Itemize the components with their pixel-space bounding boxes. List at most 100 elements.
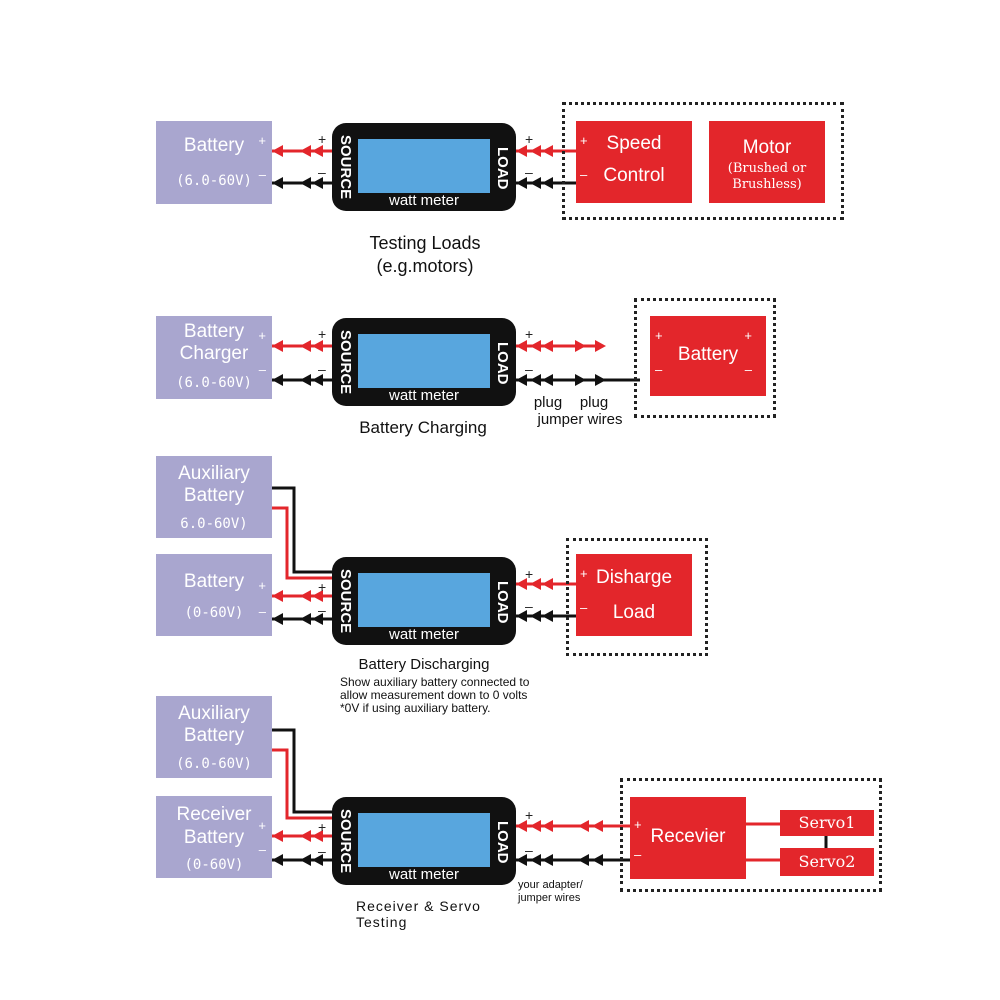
section4-wires	[272, 728, 828, 866]
jumper-wires-label: jumper wires	[537, 411, 623, 428]
servo1-label: Servo1	[798, 813, 856, 832]
meter-screen	[358, 139, 490, 193]
discharge-note-2: allow measurement down to 0 volts	[340, 688, 528, 702]
plus-sign: +	[258, 328, 266, 343]
charger-line1: Battery	[183, 321, 245, 342]
speed-control-line1: Speed	[606, 133, 662, 154]
discharge-line1: Disharge	[595, 567, 673, 588]
minus-sign: –	[634, 847, 642, 862]
minus-sign: –	[318, 602, 326, 618]
plus-sign: +	[744, 328, 752, 343]
watt-meter: SOURCE LOAD watt meter	[332, 318, 516, 406]
load-group-box	[562, 102, 844, 220]
servo2-label: Servo2	[798, 852, 856, 871]
section1-wires	[272, 145, 576, 189]
minus-sign: –	[258, 362, 266, 377]
minus-sign: –	[258, 604, 266, 619]
servo1-box: Servo1	[780, 810, 874, 836]
receiver-box: Recevier + –	[630, 797, 746, 879]
adapter-label-1: your adapter/	[518, 879, 583, 891]
caption-receiver-servo: Receiver & Servo	[356, 898, 481, 914]
plus-sign: +	[318, 579, 327, 595]
caption-battery-charging: Battery Charging	[359, 418, 487, 437]
charger-line2: Charger	[179, 343, 249, 364]
aux-line2: Battery	[183, 725, 245, 746]
source-label: SOURCE	[337, 135, 354, 200]
load-label: LOAD	[494, 821, 511, 864]
battery-box: Battery (6.0-60V) + –	[156, 121, 272, 204]
battery-range: (6.0-60V)	[176, 173, 252, 189]
minus-sign: –	[318, 164, 326, 180]
rx-battery-line1: Receiver	[176, 804, 252, 825]
source-label: SOURCE	[337, 809, 354, 874]
plus-sign: +	[580, 133, 588, 148]
plus-sign: +	[525, 131, 534, 147]
battery-range: (0-60V)	[184, 605, 244, 621]
plus-sign: +	[634, 817, 642, 832]
watt-meter-label: watt meter	[388, 192, 460, 209]
battery-charger-box: Battery Charger (6.0-60V) + –	[156, 316, 272, 399]
meter-screen	[358, 573, 490, 627]
discharge-note-3: *0V if using auxiliary battery.	[340, 701, 491, 715]
discharge-note-1: Show auxiliary battery connected to	[340, 675, 530, 689]
plus-sign: +	[258, 818, 266, 833]
watt-meter: SOURCE LOAD watt meter	[332, 797, 516, 885]
minus-sign: –	[525, 842, 533, 858]
minus-sign: –	[580, 600, 588, 615]
minus-sign: –	[318, 361, 326, 377]
plus-sign: +	[525, 326, 534, 342]
charger-range: (6.0-60V)	[176, 375, 252, 391]
watt-meter-label: watt meter	[388, 866, 460, 883]
motor-sub2: Brushless)	[732, 177, 802, 192]
battery-box: Battery (0-60V) + –	[156, 554, 272, 636]
plus-sign: +	[655, 328, 663, 343]
aux-range: (6.0-60V)	[176, 756, 252, 772]
minus-sign: –	[655, 362, 663, 377]
watt-meter: SOURCE LOAD watt meter	[332, 123, 516, 211]
plus-sign: +	[318, 131, 327, 147]
source-label: SOURCE	[337, 569, 354, 634]
motor-title: Motor	[742, 137, 792, 158]
minus-sign: –	[525, 361, 533, 377]
discharge-group-box	[566, 538, 708, 656]
adapter-label-2: jumper wires	[518, 892, 581, 904]
battery-title: Battery	[183, 135, 245, 156]
battery-group-box	[634, 298, 776, 418]
auxiliary-battery-box: Auxiliary Battery (6.0-60V)	[156, 696, 272, 778]
minus-sign: –	[318, 843, 326, 859]
plus-sign: +	[525, 566, 534, 582]
plus-sign: +	[318, 326, 327, 342]
aux-line2: Battery	[183, 485, 245, 506]
caption-testing-loads: Testing Loads	[369, 233, 481, 253]
speed-control-line2: Control	[603, 165, 665, 186]
receiver-title: Recevier	[650, 826, 726, 847]
discharge-line2: Load	[612, 602, 656, 623]
load-label: LOAD	[494, 342, 511, 385]
minus-sign: –	[580, 167, 588, 182]
aux-range: 6.0-60V)	[180, 516, 248, 532]
minus-sign: –	[744, 362, 752, 377]
speed-control-box: Speed Control + –	[576, 121, 692, 203]
battery-red-box: Battery + + – –	[650, 316, 766, 396]
plus-sign: +	[258, 133, 266, 148]
auxiliary-battery-box: Auxiliary Battery 6.0-60V)	[156, 456, 272, 538]
caption-battery-discharging: Battery Discharging	[358, 656, 490, 673]
source-label: SOURCE	[337, 330, 354, 395]
watt-meter-label: watt meter	[388, 387, 460, 404]
watt-meter: SOURCE LOAD watt meter	[332, 557, 516, 645]
motor-sub1: (Brushed or	[727, 161, 807, 176]
minus-sign: –	[258, 167, 266, 182]
motor-box: Motor (Brushed or Brushless)	[709, 121, 825, 203]
caption-testing: Testing	[356, 914, 408, 930]
minus-sign: –	[258, 842, 266, 857]
receiver-group-box	[620, 778, 882, 892]
load-label: LOAD	[494, 147, 511, 190]
battery-red-title: Battery	[677, 344, 739, 365]
servo2-box: Servo2	[780, 848, 874, 876]
plug-label-right: plug	[579, 394, 609, 411]
plug-label-left: plug	[533, 394, 563, 411]
watt-meter-label: watt meter	[388, 626, 460, 643]
receiver-battery-box: Receiver Battery (0-60V) + –	[156, 796, 272, 878]
minus-sign: –	[525, 598, 533, 614]
meter-screen	[358, 334, 490, 388]
